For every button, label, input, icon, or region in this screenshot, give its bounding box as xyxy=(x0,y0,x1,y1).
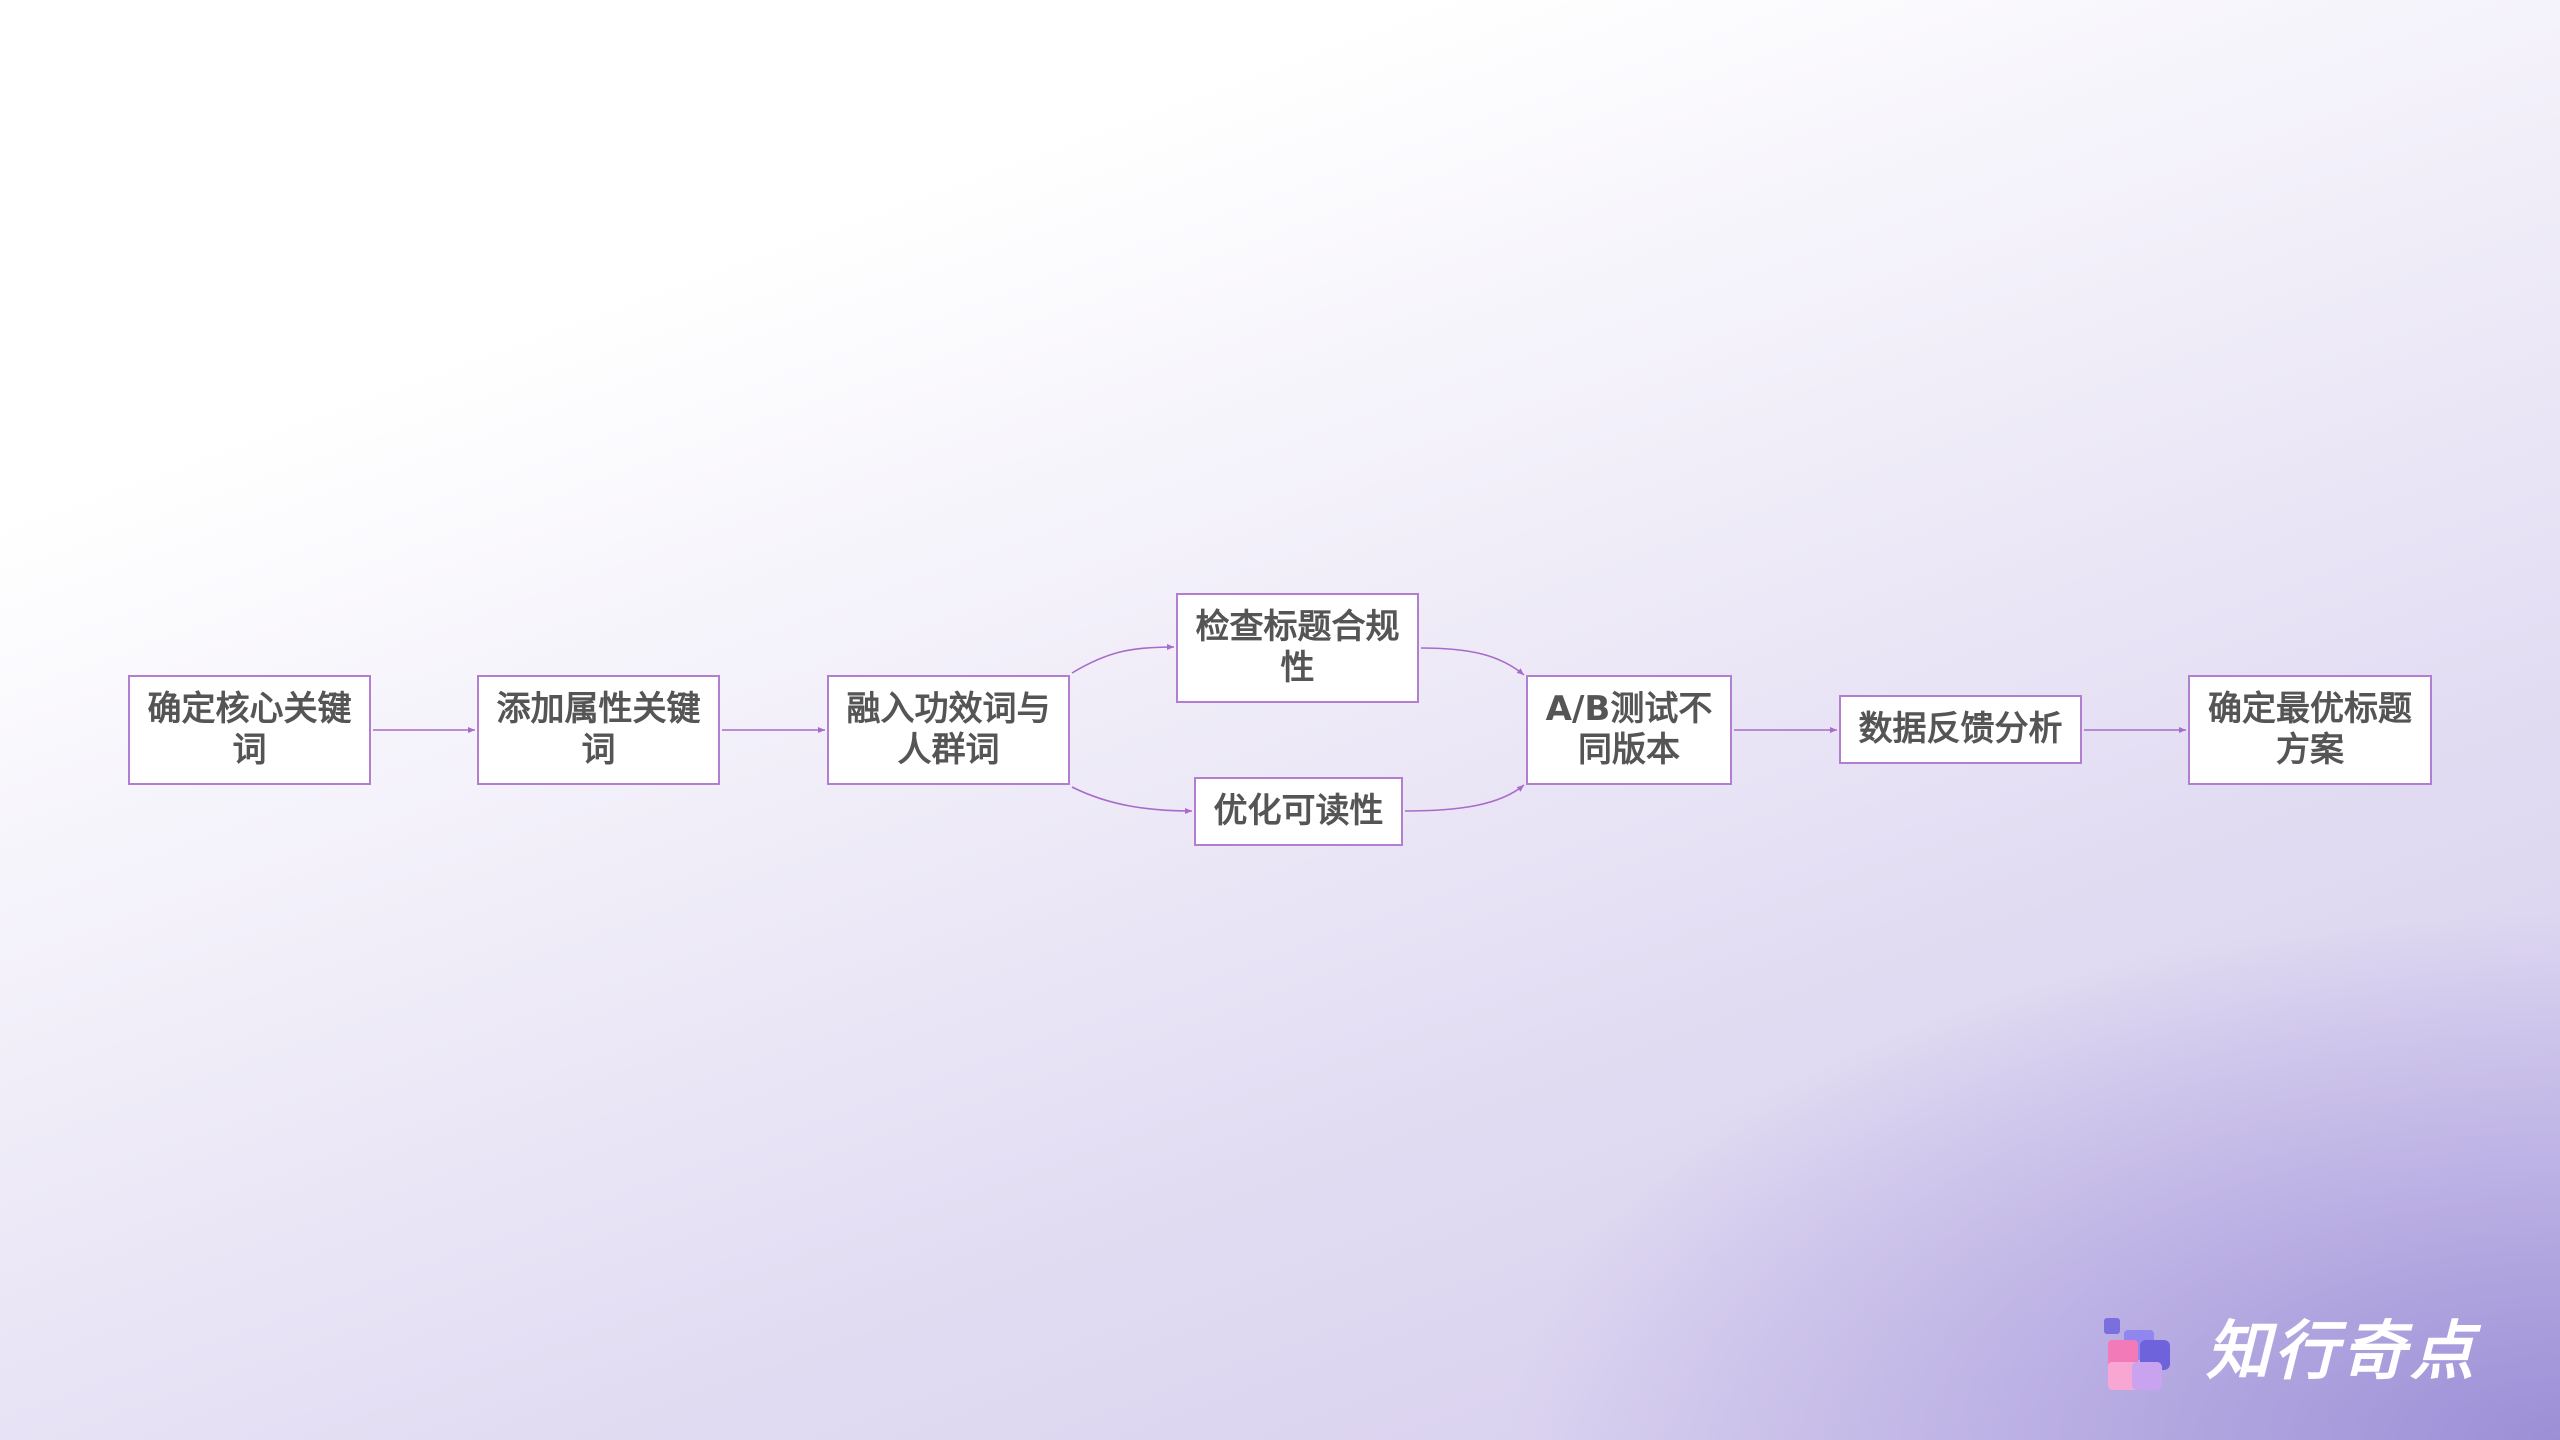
node-optimize-readability: 优化可读性 xyxy=(1194,777,1403,846)
node-label: 优化可读性 xyxy=(1213,791,1384,831)
brand-name: 知行奇点 xyxy=(2206,1315,2478,1389)
node-data-feedback-analysis: 数据反馈分析 xyxy=(1839,695,2082,764)
connector-n4-n6 xyxy=(1420,647,1525,676)
connector-n5-n6 xyxy=(1404,784,1525,812)
node-determine-core-keywords: 确定核心关键词 xyxy=(128,675,371,785)
node-label: 检查标题合规性 xyxy=(1195,607,1400,688)
node-check-title-compliance: 检查标题合规性 xyxy=(1176,593,1419,703)
node-label: 确定最优标题方案 xyxy=(2208,689,2412,770)
node-label: A/B测试不同版本 xyxy=(1545,689,1713,770)
node-final-title-plan: 确定最优标题方案 xyxy=(2188,675,2432,785)
node-add-attribute-keywords: 添加属性关键词 xyxy=(477,675,720,785)
node-merge-efficacy-audience-words: 融入功效词与人群词 xyxy=(827,675,1070,785)
node-label: 融入功效词与人群词 xyxy=(846,689,1051,770)
node-ab-test-versions: A/B测试不同版本 xyxy=(1526,675,1732,785)
stacked-squares-logo-icon xyxy=(2104,1318,2170,1390)
node-label: 确定核心关键词 xyxy=(147,689,352,770)
connector-n3-n4 xyxy=(1071,644,1175,674)
node-label: 添加属性关键词 xyxy=(496,689,701,770)
brand-logo: 知行奇点 xyxy=(2100,1312,2520,1392)
connector-n3-n5 xyxy=(1071,786,1193,814)
node-label: 数据反馈分析 xyxy=(1858,709,2063,749)
